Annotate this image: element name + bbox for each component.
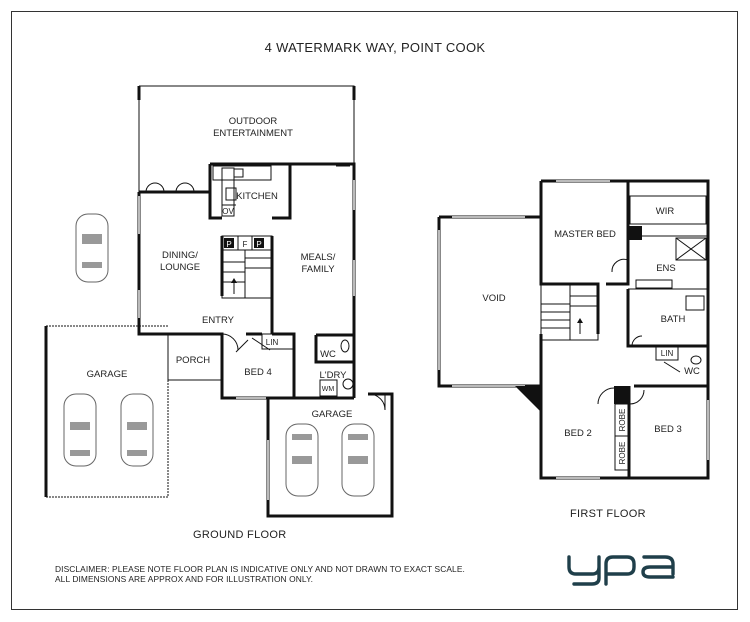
car-left-garage-2-icon <box>120 393 154 467</box>
label-master-bed: MASTER BED <box>554 229 616 240</box>
label-oven: OV <box>222 207 234 216</box>
car-main-garage-2-icon <box>341 423 375 497</box>
label-porch: PORCH <box>176 355 210 366</box>
label-linen-ground: LIN <box>266 338 279 347</box>
label-entry: ENTRY <box>202 315 235 326</box>
master-bed-walls <box>539 179 710 334</box>
label-fridge: F <box>243 240 248 249</box>
car-main-garage-1-icon <box>285 423 319 497</box>
label-pantry-1: P <box>226 240 231 249</box>
label-bed3: BED 3 <box>654 424 681 435</box>
disclaimer: DISCLAIMER: PLEASE NOTE FLOOR PLAN IS IN… <box>55 564 465 584</box>
ground-floor-label: GROUND FLOOR <box>193 529 287 541</box>
label-dining-line2: LOUNGE <box>160 262 200 273</box>
label-pantry-2: P <box>256 240 261 249</box>
car-left-garage-1-icon <box>63 393 97 467</box>
first-floor-label: FIRST FLOOR <box>570 508 646 520</box>
label-robe-1: ROBE <box>618 409 627 432</box>
label-bath: BATH <box>661 314 686 325</box>
label-kitchen: KITCHEN <box>236 191 278 202</box>
disclaimer-line-1: DISCLAIMER: PLEASE NOTE FLOOR PLAN IS IN… <box>55 564 465 574</box>
label-linen-first: LIN <box>661 349 674 358</box>
ground-floor-plan <box>44 85 394 518</box>
label-laundry: L'DRY <box>320 370 348 381</box>
ground-north-walls <box>139 162 356 337</box>
ground-stairs <box>221 249 273 299</box>
label-meals-line1: MEALS/ <box>301 252 336 263</box>
label-wc-first: WC <box>684 366 700 377</box>
outdoor-area-outline <box>138 85 355 195</box>
label-dining-line1: DINING/ <box>162 250 198 261</box>
label-robe-2: ROBE <box>618 442 627 465</box>
label-garage-left: GARAGE <box>87 369 128 380</box>
car-driveway-icon <box>75 213 109 283</box>
ypa-logo <box>567 555 675 586</box>
label-meals-line2: FAMILY <box>301 264 335 275</box>
bed4-walls <box>220 332 296 400</box>
bedrooms-outer-walls <box>539 384 710 480</box>
page-border <box>11 11 738 610</box>
label-outdoor-line2: ENTERTAINMENT <box>213 128 293 139</box>
first-floor-stairs <box>540 283 599 341</box>
label-wc-ground: WC <box>320 349 336 360</box>
wc-walls <box>314 333 356 398</box>
first-floor-plan <box>437 179 710 480</box>
room-labels: OUTDOOR ENTERTAINMENT KITCHEN OV P F P D… <box>87 116 700 464</box>
label-outdoor-line1: OUTDOOR <box>229 116 278 127</box>
label-ensuite: ENS <box>656 263 676 274</box>
label-washing-machine: WM <box>322 386 335 393</box>
property-address-title: 4 WATERMARK WAY, POINT COOK <box>264 40 486 55</box>
ground-west-wall <box>137 192 224 352</box>
label-bed4: BED 4 <box>244 367 271 378</box>
label-walk-in-robe: WIR <box>656 206 675 217</box>
label-bed2: BED 2 <box>564 428 591 439</box>
label-garage-main: GARAGE <box>312 409 353 420</box>
disclaimer-line-2: ALL DIMENSIONS ARE APPROX AND FOR ILLUST… <box>55 574 314 584</box>
label-void: VOID <box>482 293 505 304</box>
